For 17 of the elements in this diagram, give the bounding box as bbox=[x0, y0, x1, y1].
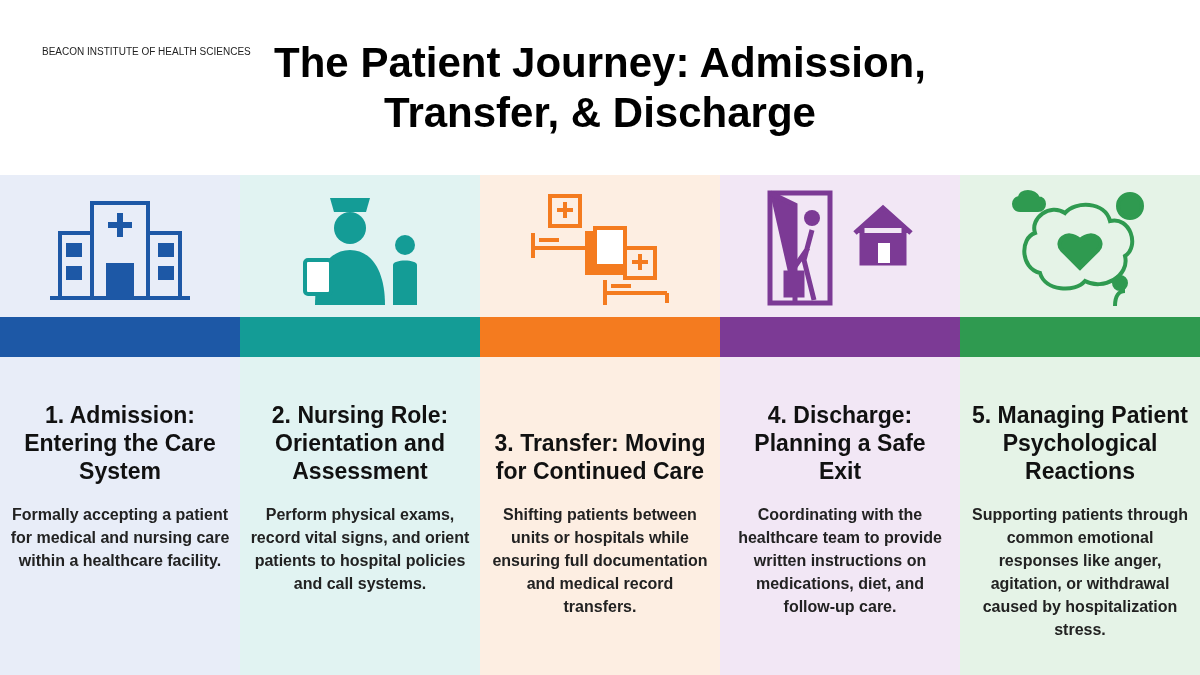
step-heading: 3. Transfer: Moving for Continued Care bbox=[493, 429, 707, 485]
step-description: Coordinating with the healthcare team to provide written instructions on medications, diet, and follow-up care. bbox=[737, 505, 943, 617]
title: The Patient Journey: Admission, Transfer, & Discharge bbox=[273, 38, 927, 138]
step-column bbox=[0, 175, 240, 675]
institute-name: BEACON INSTITUTE OF HEALTH SCIENCES bbox=[42, 45, 251, 59]
step-description: Perform physical exams, record vital signs, and orient patients to hospital policies and call systems. bbox=[250, 505, 470, 594]
step-heading: 2. Nursing Role: Orientation and Assessment bbox=[270, 401, 450, 485]
step-description: Supporting patients through common emotional responses like anger, agitation, or withdrawal caused by hospitalization stress. bbox=[971, 505, 1189, 640]
step-description: Formally accepting a patient for medical and nursing care within a healthcare facility. bbox=[10, 505, 230, 571]
step-column bbox=[240, 175, 480, 675]
step-description: Shifting patients between units or hospitals while ensuring full documentation and medical record transfers. bbox=[491, 505, 709, 617]
step-heading: 5. Managing Patient Psychological Reactions bbox=[972, 401, 1188, 485]
step-column bbox=[960, 175, 1200, 675]
step-heading: 1. Admission: Entering the Care System bbox=[23, 401, 217, 485]
step-column bbox=[720, 175, 960, 675]
step-heading: 4. Discharge: Planning a Safe Exit bbox=[753, 401, 927, 485]
step-column bbox=[480, 175, 720, 675]
